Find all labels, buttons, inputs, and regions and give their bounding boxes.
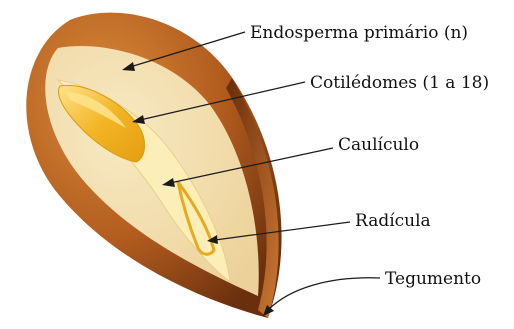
label-seed-coat: Tegumento: [385, 269, 481, 289]
label-radicle: Radícula: [355, 211, 431, 231]
leader-seed-coat: [263, 278, 380, 316]
label-cotyledons: Cotilédomes (1 a 18): [310, 73, 489, 93]
label-endosperm: Endosperma primário (n): [250, 23, 468, 43]
label-caulicle: Caulículo: [338, 135, 419, 155]
